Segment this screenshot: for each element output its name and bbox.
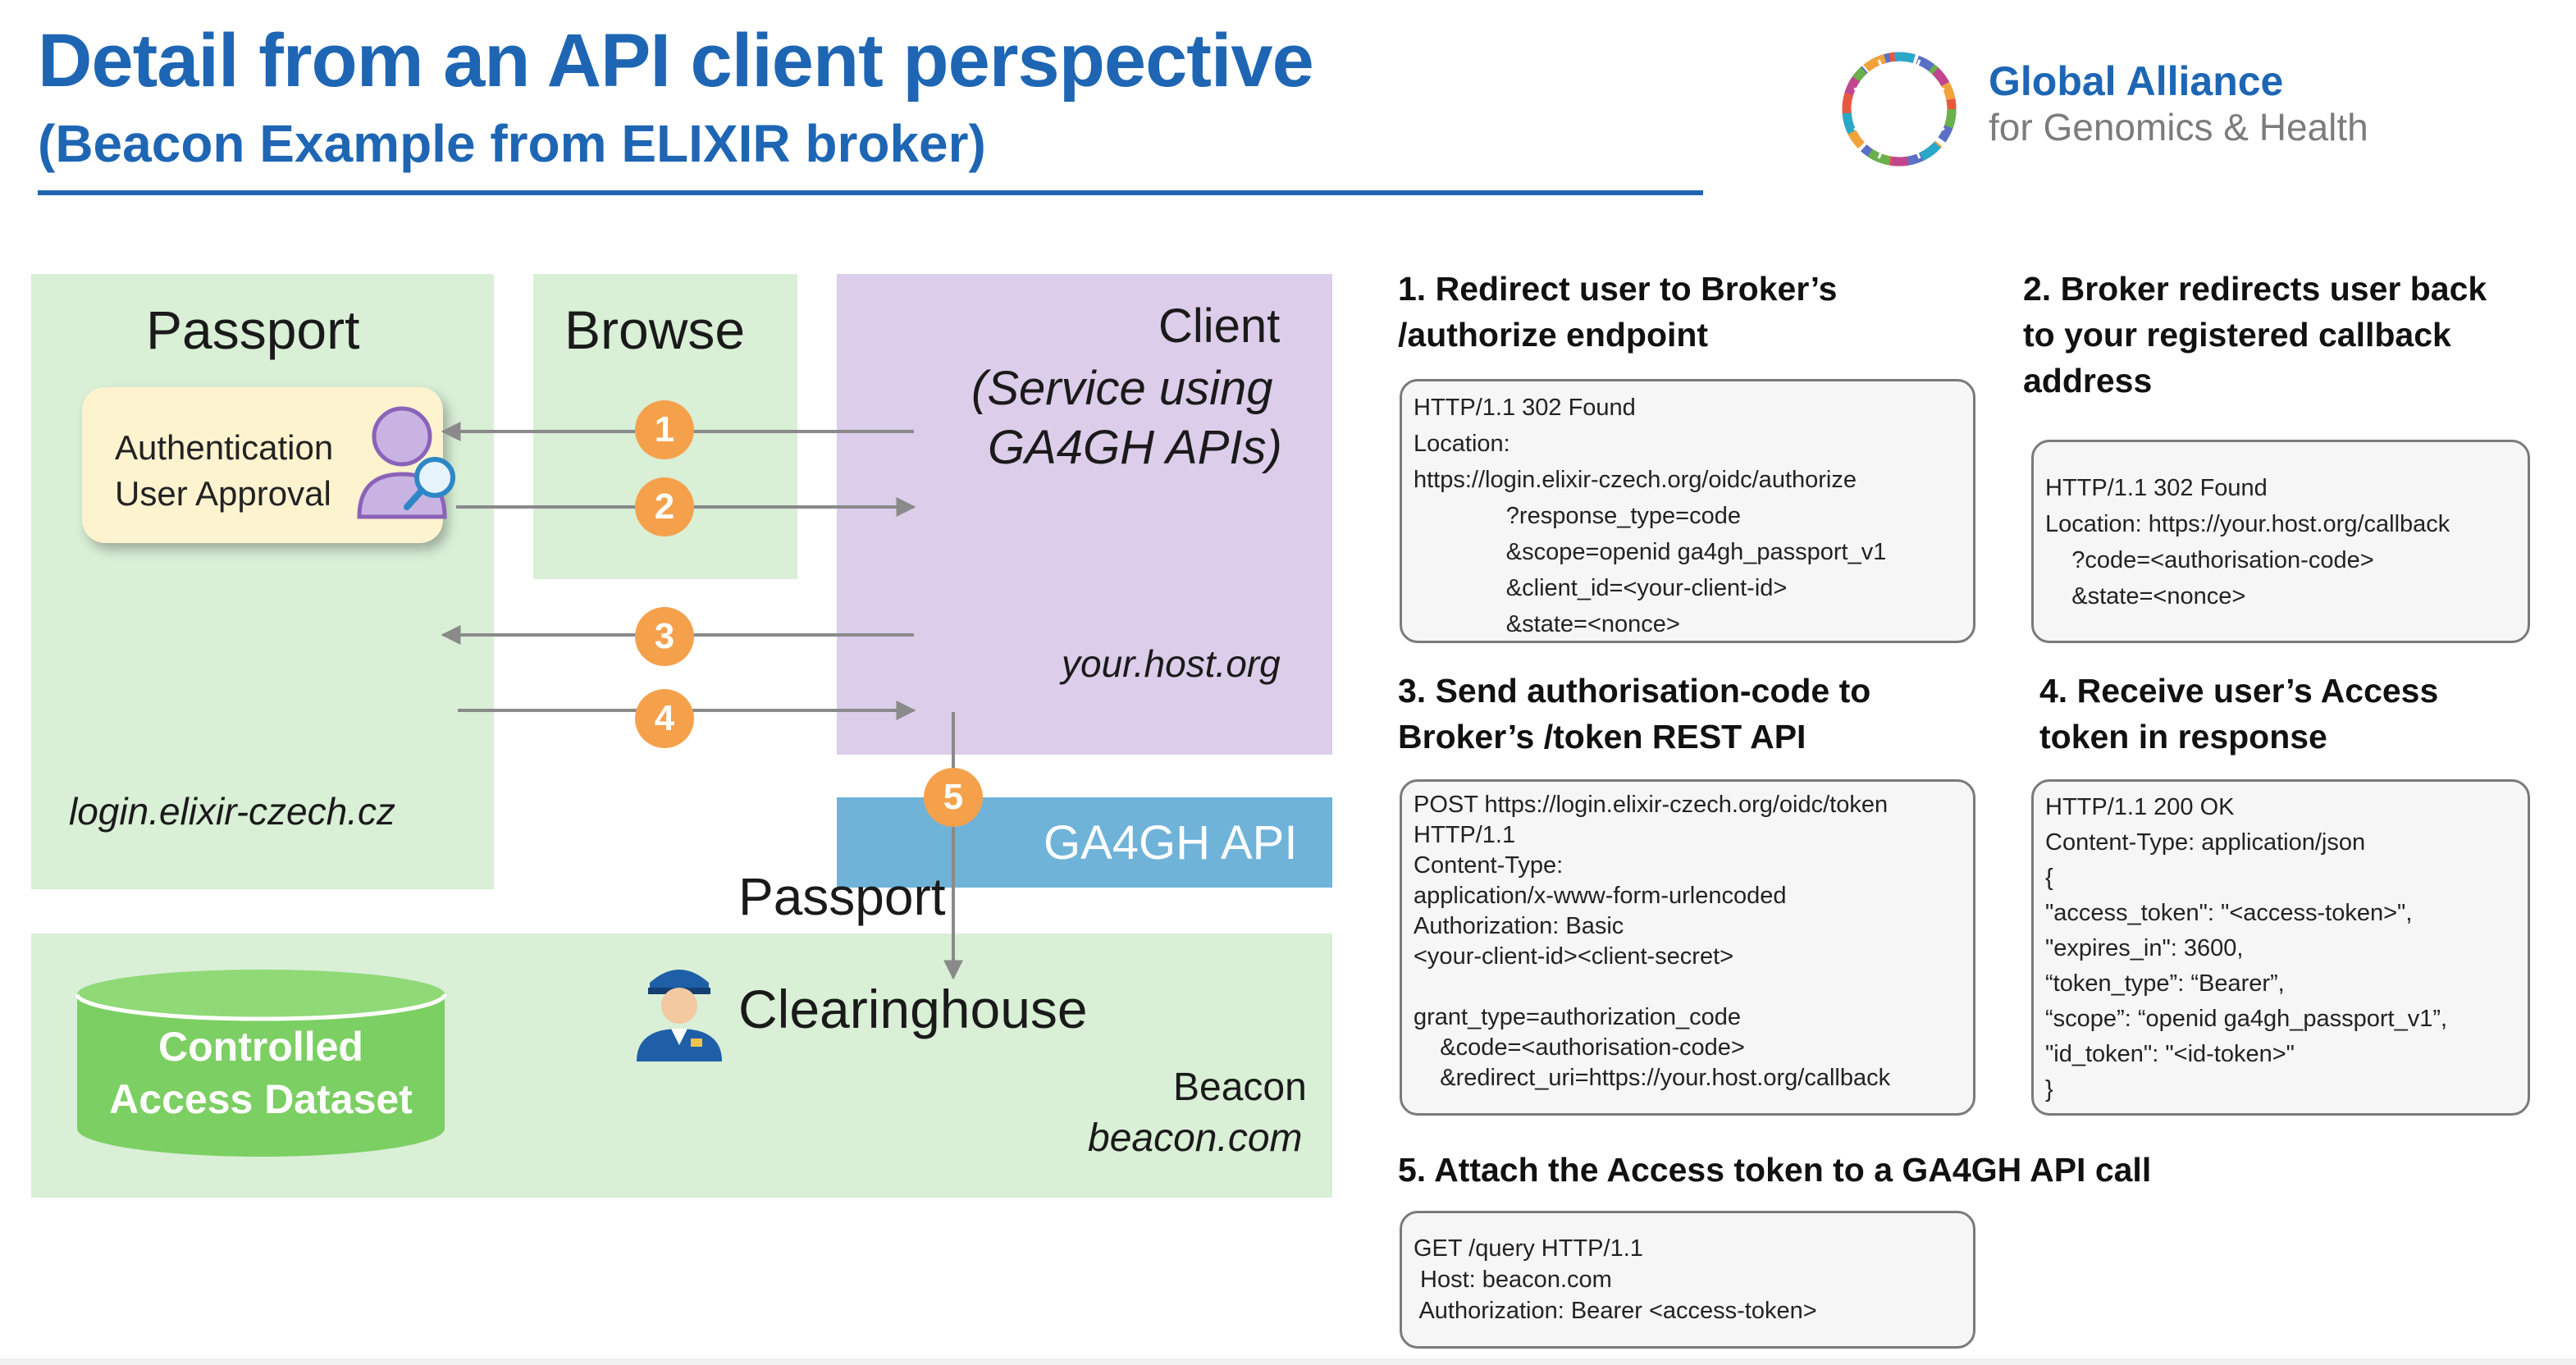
ga4gh-logo-icon — [1842, 52, 1957, 167]
step-1-code-box: HTTP/1.1 302 Found Location: https://log… — [1400, 379, 1975, 643]
code-line: Content-Type: — [1414, 852, 1564, 879]
passport-host-label: login.elixir-czech.cz — [69, 790, 395, 833]
client-host-label: your.host.org — [1062, 642, 1281, 685]
code-line: { — [2045, 865, 2053, 891]
client-subtitle-2: GA4GH APIs) — [988, 421, 1282, 474]
code-line: “scope”: “openid ga4gh_passport_v1”, — [2045, 1006, 2448, 1032]
code-line: GET /query HTTP/1.1 — [1414, 1235, 1643, 1262]
clearinghouse-label-2: Clearinghouse — [738, 979, 1088, 1039]
step-5-code-box: GET /query HTTP/1.1 Host: beacon.com Aut… — [1400, 1211, 1975, 1349]
beacon-host-label: beacon.com — [1088, 1116, 1303, 1160]
step-badge-2: 2 — [635, 477, 694, 536]
code-line: &state=<nonce> — [2045, 583, 2246, 609]
code-line: application/x-www-form-urlencoded — [1414, 883, 1787, 909]
code-line: <your-client-id><client-secret> — [1414, 943, 1734, 970]
code-line: POST https://login.elixir-czech.org/oidc… — [1414, 792, 1889, 818]
code-line: grant_type=authorization_code — [1414, 1004, 1742, 1030]
ga4gh-api-label: GA4GH API — [1044, 816, 1298, 870]
client-subtitle-1: (Service using — [971, 362, 1273, 415]
step-2-title: 2. Broker redirects user back to your re… — [2023, 266, 2487, 404]
code-line: Location: — [1414, 431, 1510, 457]
code-line: "id_token": "<id-token>" — [2045, 1041, 2295, 1067]
step-3-title-line-2: Broker’s /token REST API — [1398, 718, 1806, 756]
step-2-title-line-2: to your registered callback — [2023, 316, 2451, 354]
step-1-title-line-1: 1. Redirect user to Broker’s — [1398, 270, 1838, 308]
step-badge-3: 3 — [635, 607, 694, 666]
step-3-title: 3. Send authorisation-code to Broker’s /… — [1398, 668, 1870, 760]
user-search-icon — [357, 406, 455, 519]
title-divider — [38, 190, 1703, 195]
code-line: “token_type”: “Bearer”, — [2045, 970, 2285, 997]
passport-panel — [31, 274, 494, 889]
code-line: "expires_in": 3600, — [2045, 935, 2244, 961]
police-officer-icon — [637, 970, 722, 1061]
code-line: Authorization: Basic — [1414, 913, 1624, 939]
client-panel — [837, 274, 1332, 755]
code-line: HTTP/1.1 — [1414, 822, 1516, 848]
code-line: Authorization: Bearer <access-token> — [1414, 1298, 1817, 1324]
dataset-label: Controlled Access Dataset — [80, 1020, 441, 1125]
auth-line-1: Authentication — [115, 428, 334, 467]
beacon-label: Beacon — [1173, 1066, 1307, 1109]
code-line — [1414, 972, 1962, 1002]
database-cylinder-icon — [75, 970, 447, 1157]
step-4-title-line-2: token in response — [2039, 718, 2327, 756]
code-line: HTTP/1.1 302 Found — [1414, 395, 1636, 421]
code-line: https://login.elixir-czech.org/oidc/auth… — [1414, 467, 1857, 493]
step-2-code-box: HTTP/1.1 302 Found Location: https://you… — [2031, 440, 2530, 643]
passport-panel-title: Passport — [146, 299, 360, 360]
step-5-title: 5. Attach the Access token to a GA4GH AP… — [1398, 1151, 2152, 1189]
ga4gh-api-bar — [837, 797, 1332, 888]
step-4-code-box: HTTP/1.1 200 OK Content-Type: applicatio… — [2031, 779, 2530, 1116]
page-subtitle: (Beacon Example from ELIXIR broker) — [38, 114, 986, 173]
flow-arrows — [441, 422, 963, 980]
code-line: &state=<nonce> — [1414, 611, 1680, 637]
code-line: } — [2045, 1076, 2053, 1102]
code-line: &scope=openid ga4gh_passport_v1 — [1414, 539, 1887, 565]
code-line: Host: beacon.com — [1414, 1267, 1612, 1293]
step-1-title: 1. Redirect user to Broker’s /authorize … — [1398, 266, 1837, 358]
step-3-code-box: POST https://login.elixir-czech.org/oidc… — [1400, 779, 1975, 1116]
code-line: "access_token": "<access-token>", — [2045, 900, 2413, 926]
auth-line-2: User Approval — [115, 474, 331, 513]
logo-subtitle: for Genomics & Health — [1989, 106, 2368, 148]
step-2-title-line-1: 2. Broker redirects user back — [2023, 270, 2487, 308]
step-1-title-line-2: /authorize endpoint — [1398, 316, 1709, 354]
code-line: HTTP/1.1 200 OK — [2045, 794, 2235, 820]
step-4-title: 4. Receive user’s Access token in respon… — [2039, 668, 2438, 760]
code-line: ?code=<authorisation-code> — [2045, 547, 2374, 573]
dataset-line-2: Access Dataset — [109, 1076, 413, 1122]
browse-panel-title: Browse — [564, 299, 746, 360]
step-badge-5: 5 — [924, 768, 983, 827]
code-line: &code=<authorisation-code> — [1414, 1034, 1745, 1061]
clearinghouse-label-1: Passport — [738, 867, 946, 926]
code-line: HTTP/1.1 302 Found — [2045, 475, 2268, 501]
logo-title: Global Alliance — [1989, 58, 2284, 104]
step-2-title-line-3: address — [2023, 362, 2153, 399]
dataset-line-1: Controlled — [158, 1024, 363, 1070]
code-line: Location: https://your.host.org/callback — [2045, 511, 2450, 537]
step-badge-1: 1 — [635, 400, 694, 459]
bottom-border — [0, 1358, 2576, 1365]
code-line: ?response_type=code — [1414, 503, 1741, 529]
auth-approval-text: Authentication User Approval — [115, 425, 333, 517]
code-line: &redirect_uri=https://your.host.org/call… — [1414, 1065, 1891, 1091]
code-line: Content-Type: application/json — [2045, 829, 2366, 856]
step-3-title-line-1: 3. Send authorisation-code to — [1398, 672, 1871, 710]
page-title: Detail from an API client perspective — [38, 19, 1314, 103]
step-badge-4: 4 — [635, 689, 694, 748]
step-4-title-line-1: 4. Receive user’s Access — [2039, 672, 2439, 710]
code-line: &client_id=<your-client-id> — [1414, 575, 1788, 601]
client-title: Client — [1158, 299, 1281, 353]
